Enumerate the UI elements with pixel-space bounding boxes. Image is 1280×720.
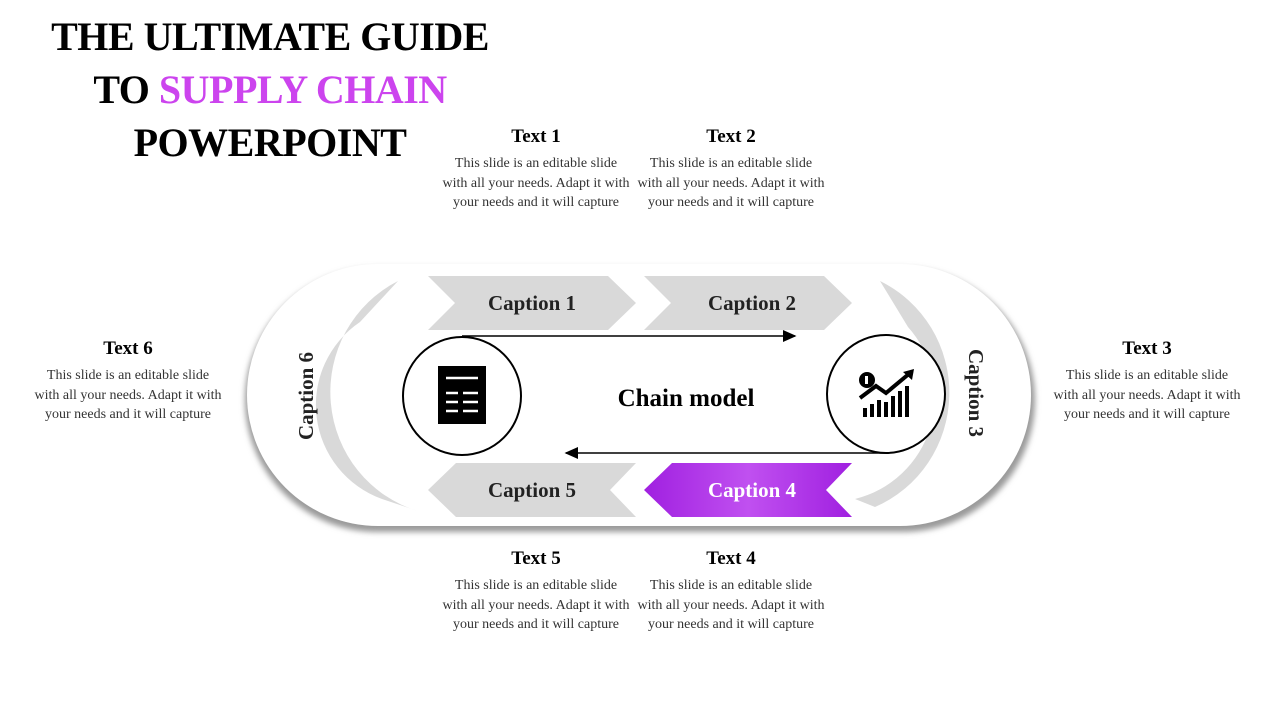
text-3-heading: Text 3 (1122, 338, 1172, 359)
title-accent-text: SUPPLY CHAIN (158, 67, 447, 112)
text-block-6: Text 6 This slide is an editable slide w… (33, 338, 223, 425)
text-block-4: Text 4 This slide is an editable slide w… (636, 548, 826, 635)
caption-1-label: Caption 1 (488, 291, 576, 315)
center-label: Chain model (618, 385, 755, 412)
caption-2-label: Caption 2 (708, 291, 796, 315)
text-4-heading: Text 4 (706, 548, 756, 569)
slide-title: THE ULTIMATE GUIDE TO SUPPLY CHAIN POWER… (30, 10, 510, 169)
text-2-heading: Text 2 (706, 126, 756, 147)
caption-6-label: Caption 6 (294, 352, 318, 440)
text-5-body: This slide is an editable slide with all… (442, 578, 630, 632)
title-line-3: POWERPOINT (133, 120, 407, 165)
growth-chart-icon (858, 369, 914, 417)
caption-1-chevron (428, 276, 636, 330)
caption-5-label: Caption 5 (488, 478, 576, 502)
caption-3-curved-arrow (855, 281, 950, 507)
text-block-1: Text 1 This slide is an editable slide w… (441, 126, 631, 213)
text-1-heading: Text 1 (511, 126, 561, 147)
text-2-body: This slide is an editable slide with all… (637, 156, 825, 210)
document-icon (438, 366, 486, 424)
title-line-2: TO SUPPLY CHAIN (30, 63, 510, 116)
caption-4-chevron (644, 463, 852, 517)
caption-5-chevron (428, 463, 636, 517)
caption-3-label: Caption 3 (964, 349, 988, 437)
text-3-body: This slide is an editable slide with all… (1053, 368, 1241, 422)
text-block-3: Text 3 This slide is an editable slide w… (1052, 338, 1242, 425)
title-line-1: THE ULTIMATE GUIDE (51, 14, 489, 59)
text-block-5: Text 5 This slide is an editable slide w… (441, 548, 631, 635)
title-line-2-prefix: TO (93, 67, 159, 112)
text-5-heading: Text 5 (511, 548, 561, 569)
text-1-body: This slide is an editable slide with all… (442, 156, 630, 210)
text-6-body: This slide is an editable slide with all… (34, 368, 222, 422)
caption-6-curved-arrow (315, 281, 418, 511)
text-6-heading: Text 6 (103, 338, 153, 359)
caption-4-label: Caption 4 (708, 478, 797, 502)
caption-2-chevron (644, 276, 852, 330)
text-4-body: This slide is an editable slide with all… (637, 578, 825, 632)
text-block-2: Text 2 This slide is an editable slide w… (636, 126, 826, 213)
